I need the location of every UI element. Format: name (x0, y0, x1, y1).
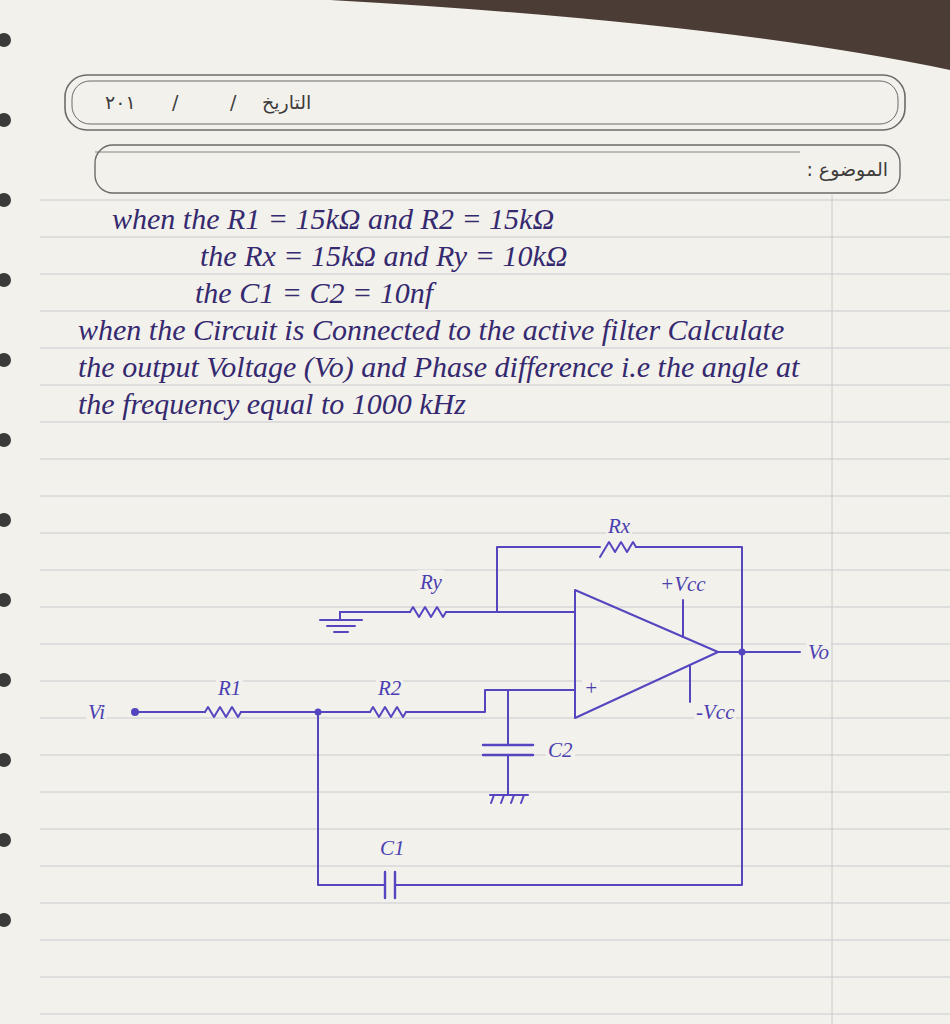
question-text: when the Circuit is Connected to the act… (78, 311, 828, 422)
component-label: C1 (378, 836, 407, 860)
signal-label: Vo (806, 640, 831, 664)
wire (718, 651, 800, 653)
wire (138, 711, 205, 713)
opamp-symbol (575, 590, 718, 718)
circuit-drawing (132, 542, 800, 898)
ground-symbol (320, 612, 362, 632)
header-frame (65, 75, 905, 193)
supply-wire (682, 600, 684, 637)
wire (395, 547, 742, 885)
question-line: when the R1 = 15kΩ and R2 = 15kΩ (112, 200, 554, 237)
date-separator: / (172, 90, 178, 114)
wire (318, 712, 385, 885)
ruled-lines (40, 195, 950, 1024)
capacitor-symbol (385, 872, 395, 898)
component-label: Ry (418, 570, 444, 594)
wire (340, 611, 410, 613)
wire (241, 711, 370, 713)
pin-label: + (582, 676, 600, 700)
junction-dot (740, 650, 745, 655)
resistor-symbol (410, 607, 446, 617)
resistor-symbol (205, 707, 241, 717)
junction-dot (316, 710, 321, 715)
supply-label: +Vcc (658, 572, 708, 596)
capacitor-symbol (483, 745, 533, 755)
signal-label: Vi (86, 700, 107, 724)
component-label: C2 (546, 738, 575, 762)
wire (446, 611, 575, 613)
subject-heading: الموضوع : (806, 157, 888, 181)
page-number: ٢٠١ (105, 90, 136, 114)
question-line: the Rx = 15kΩ and Ry = 10kΩ (200, 237, 567, 274)
resistor-symbol (600, 542, 636, 557)
wire (497, 547, 600, 612)
supply-label: -Vcc (694, 700, 736, 724)
wire (507, 690, 509, 745)
desk-background (330, 0, 950, 70)
component-label: Rx (606, 514, 632, 538)
supply-wire (689, 666, 691, 702)
wire (507, 755, 509, 795)
resistor-symbol (370, 707, 406, 717)
ground-symbol (490, 795, 528, 803)
date-separator: / (230, 90, 236, 114)
component-label: R2 (376, 676, 403, 700)
date-heading: التاريخ (262, 90, 311, 114)
wire (406, 690, 575, 712)
question-line: the C1 = C2 = 10nf (195, 274, 433, 311)
spiral-holes (0, 33, 11, 927)
component-label: R1 (216, 676, 243, 700)
